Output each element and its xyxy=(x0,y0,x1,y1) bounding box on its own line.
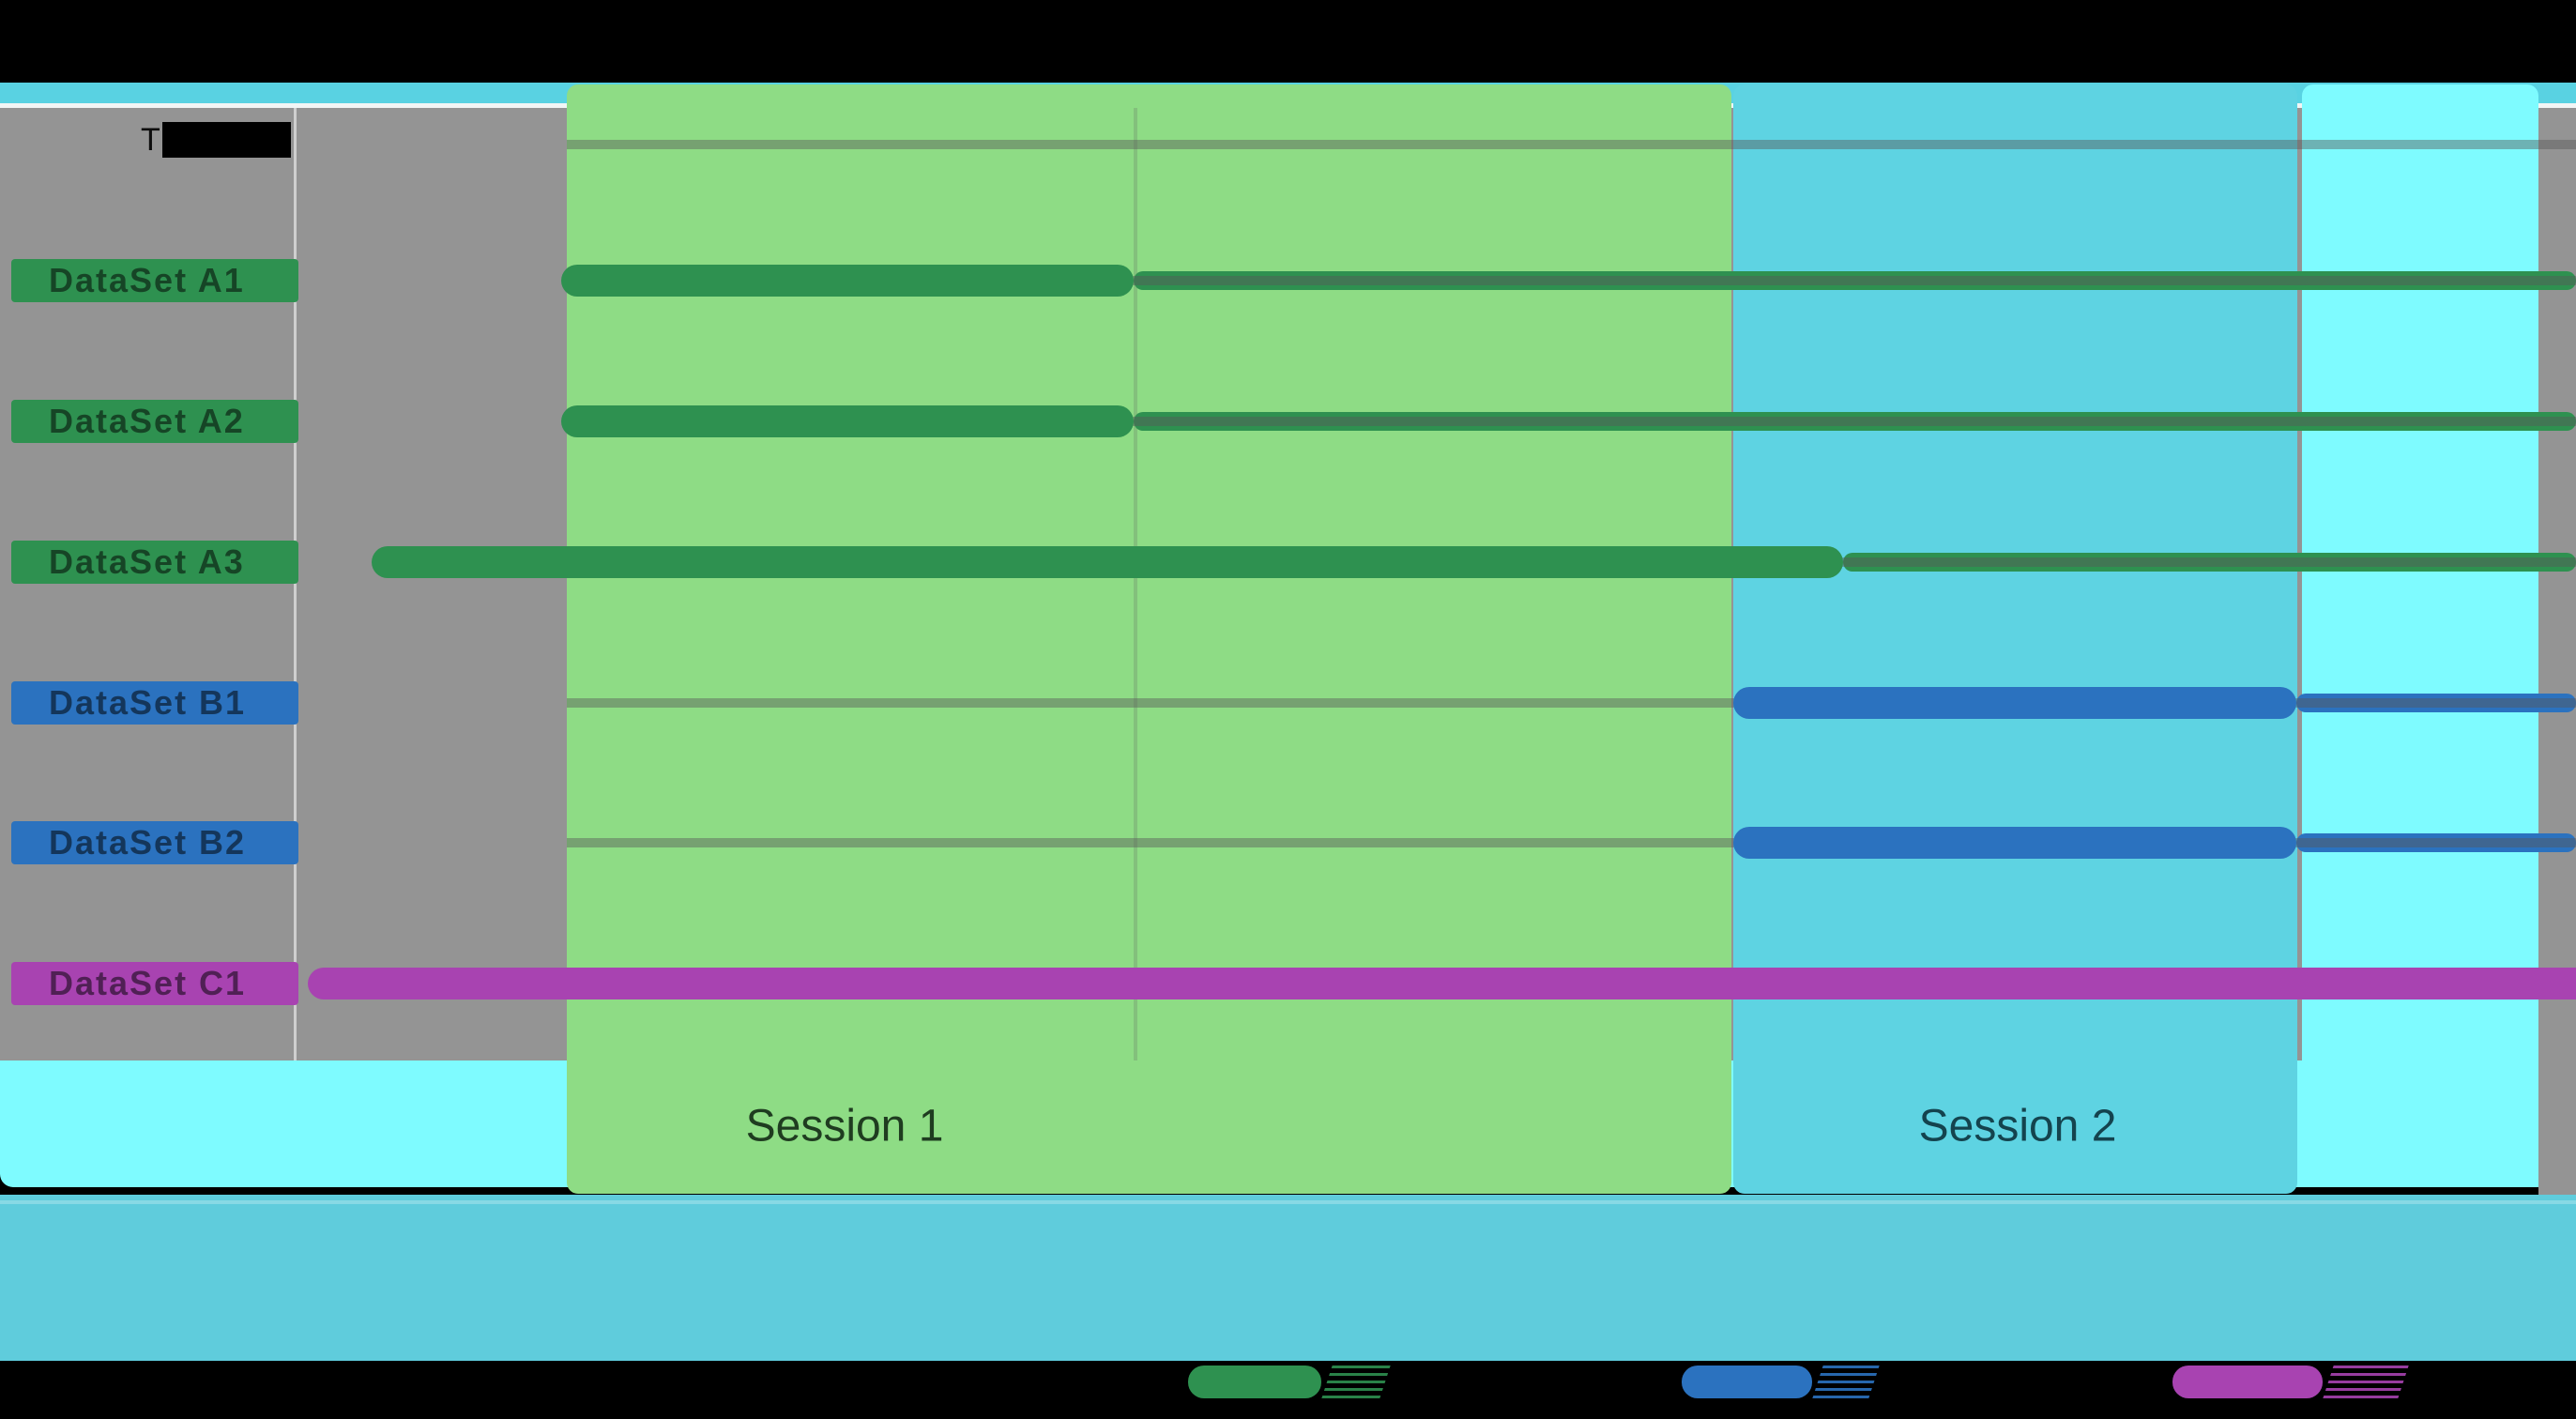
series-extent-line xyxy=(1134,412,2576,431)
series-extent-line xyxy=(2296,694,2576,712)
gantt-bar-dataset-a3[interactable] xyxy=(372,546,1843,578)
top-black-band xyxy=(0,0,2576,83)
legend-stripe-glyph xyxy=(2323,1366,2409,1398)
session2-band xyxy=(1733,84,2297,1194)
legend-stripe-glyph xyxy=(1812,1366,1880,1398)
row-label-chip: DataSet C1 xyxy=(11,962,298,1005)
row-label-chip: DataSet B1 xyxy=(11,681,298,725)
session2-label: Session 2 xyxy=(1918,1101,2117,1152)
row-label-chip: DataSet A2 xyxy=(11,400,298,443)
legend-stripe-glyph xyxy=(1321,1366,1391,1398)
right-margin xyxy=(2538,1060,2576,1195)
gantt-bar-dataset-a1[interactable] xyxy=(561,265,1134,297)
axis-left-seam xyxy=(294,108,297,1060)
horizontal-gridline xyxy=(567,838,2576,847)
horizontal-gridline xyxy=(567,417,2576,426)
legend-swatch-series-b[interactable] xyxy=(1682,1366,1812,1398)
title-redaction-box xyxy=(161,122,291,158)
series-extent-line xyxy=(1843,553,2576,572)
gantt-bar-dataset-b1[interactable] xyxy=(1733,687,2296,719)
series-extent-line xyxy=(2296,833,2576,852)
post-session-cyan-band xyxy=(2302,84,2538,1187)
vertical-gridline xyxy=(1134,108,1137,1060)
series-extent-line xyxy=(1134,271,2576,290)
row-label-chip: DataSet A3 xyxy=(11,541,298,584)
row-label-chip: DataSet B2 xyxy=(11,821,298,864)
legend-swatch-series-a[interactable] xyxy=(1188,1366,1321,1398)
horizontal-gridline xyxy=(567,140,2576,149)
gantt-bar-dataset-c1[interactable] xyxy=(308,968,2576,999)
bottom-teal-band xyxy=(0,1195,2576,1361)
session1-band xyxy=(567,84,1731,1194)
gantt-bar-dataset-b2[interactable] xyxy=(1733,827,2296,859)
chart-title: T xyxy=(141,121,291,159)
horizontal-gridline xyxy=(567,698,2576,708)
gantt-bar-dataset-a2[interactable] xyxy=(561,405,1134,437)
row-label-chip: DataSet A1 xyxy=(11,259,298,302)
session1-label: Session 1 xyxy=(745,1101,944,1152)
title-visible-letter: T xyxy=(141,122,160,158)
horizontal-gridline xyxy=(567,276,2576,285)
bottom-teal-highlight xyxy=(0,1200,2576,1204)
legend-swatch-series-c[interactable] xyxy=(2172,1366,2323,1398)
